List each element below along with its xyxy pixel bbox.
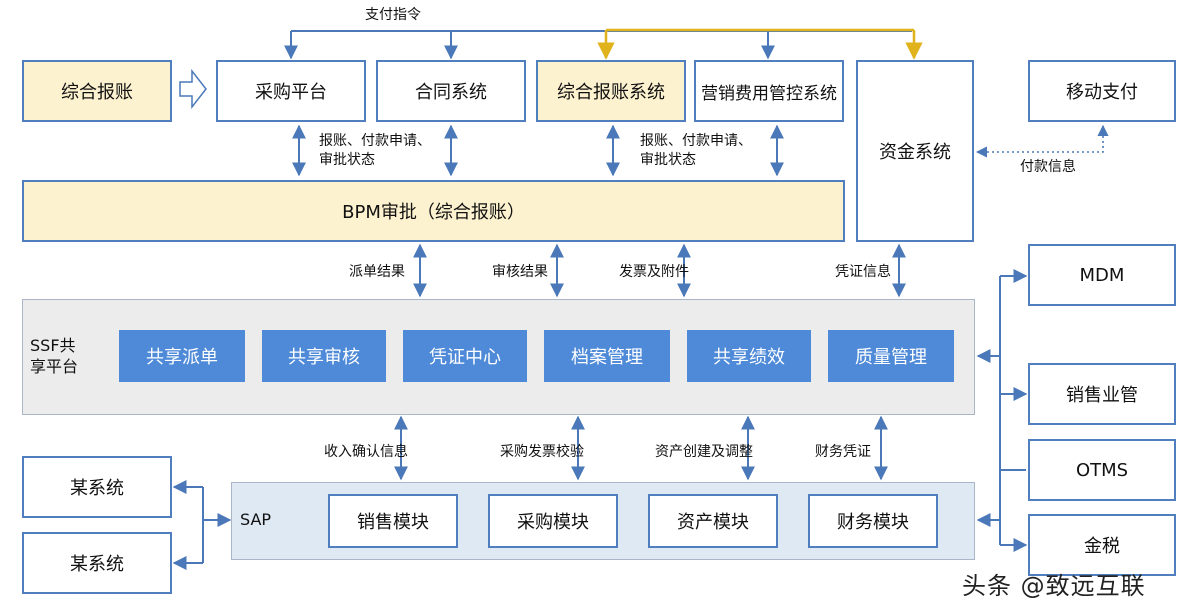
sap-module-sales: 销售模块 — [328, 494, 458, 548]
ssf-title-line2: 享平台 — [30, 357, 79, 376]
ssf-module-quality: 质量管理 — [828, 330, 954, 382]
reimb-label-right-1: 报账、付款申请、 — [640, 133, 752, 149]
bpm-connectors — [292, 124, 784, 177]
reimb-label-left-1: 报账、付款申请、 — [319, 133, 431, 149]
audit-result-label: 审核结果 — [492, 264, 548, 280]
sap-module-purchase: 采购模块 — [488, 494, 618, 548]
some-system-box-1: 某系统 — [22, 456, 172, 518]
marketing-system-box: 营销费用管控系统 — [694, 60, 844, 122]
golden-tax-box: 金税 — [1028, 514, 1176, 576]
hollow-arrow — [179, 68, 207, 110]
comp-reimb-box: 综合报账 — [22, 60, 172, 122]
bpm-approval-box: BPM审批（综合报账） — [22, 180, 845, 242]
ssf-module-dispatch: 共享派单 — [119, 330, 245, 382]
contract-system-box: 合同系统 — [376, 60, 526, 122]
ssf-module-performance: 共享绩效 — [687, 330, 811, 382]
mdm-box: MDM — [1028, 244, 1176, 306]
external-system-connectors — [976, 269, 1028, 552]
sap-connectors — [394, 415, 888, 481]
fund-system-box: 资金系统 — [856, 60, 974, 242]
payment-instruction-label: 支付指令 — [365, 7, 421, 23]
finance-voucher-label: 财务凭证 — [815, 444, 871, 460]
mobile-pay-box: 移动支付 — [1028, 60, 1176, 122]
invoice-attach-label: 发票及附件 — [619, 264, 689, 280]
ssf-module-audit: 共享审核 — [262, 330, 386, 382]
asset-create-adjust-label: 资产创建及调整 — [655, 444, 753, 460]
ssf-connectors — [413, 243, 906, 298]
sales-mgmt-box: 销售业管 — [1028, 363, 1176, 425]
payment-instruction-gold — [597, 28, 923, 60]
watermark-text: 头条 @致远互联 — [962, 572, 1146, 600]
sap-module-finance: 财务模块 — [808, 494, 938, 548]
comp-reimb-system-box: 综合报账系统 — [536, 60, 686, 122]
payment-info-label: 付款信息 — [1020, 159, 1076, 175]
voucher-info-label: 凭证信息 — [835, 264, 891, 280]
reimb-label-right-2: 审批状态 — [640, 152, 696, 168]
revenue-confirm-label: 收入确认信息 — [324, 444, 408, 460]
ssf-module-archive: 档案管理 — [544, 330, 670, 382]
ssf-title-line1: SSF共 — [30, 336, 76, 355]
procure-platform-box: 采购平台 — [216, 60, 366, 122]
dispatch-result-label: 派单结果 — [349, 264, 405, 280]
some-system-connectors — [172, 480, 232, 570]
reimb-label-left-2: 审批状态 — [319, 152, 375, 168]
ssf-module-voucher-center: 凭证中心 — [403, 330, 527, 382]
purchase-invoice-check-label: 采购发票校验 — [500, 444, 584, 460]
some-system-box-2: 某系统 — [22, 532, 172, 594]
payment-instruction-bus — [284, 30, 912, 60]
sap-module-asset: 资产模块 — [648, 494, 778, 548]
otms-box: OTMS — [1028, 439, 1176, 501]
sap-title: SAP — [240, 510, 272, 529]
payment-info-link — [975, 124, 1109, 158]
